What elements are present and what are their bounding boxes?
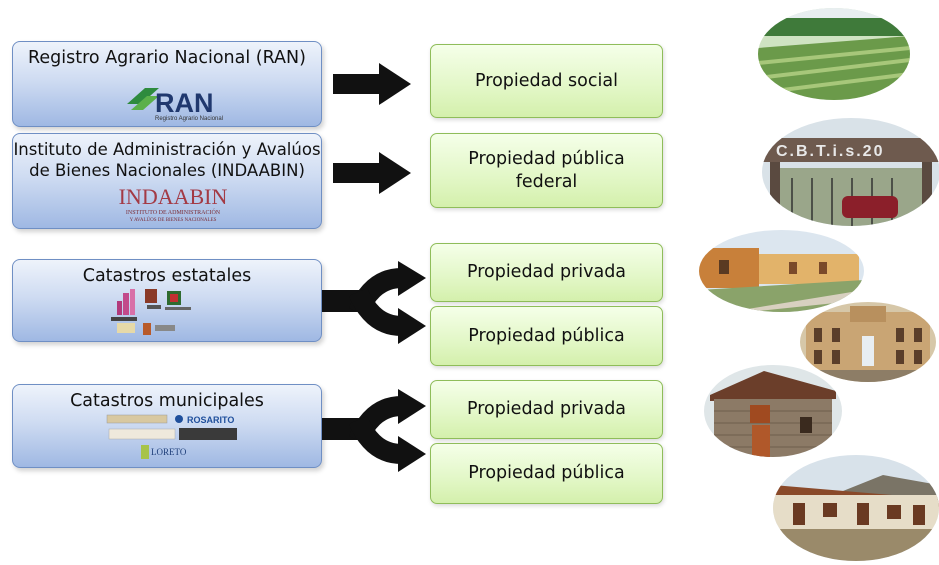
cbtis-sign-text: C.B.T.i.s.20 <box>776 143 884 160</box>
target-propiedad-publica-estatal: Propiedad pública <box>430 306 663 366</box>
split-arrow-1 <box>322 261 426 344</box>
source-title-municipales: Catastros municipales <box>70 391 264 411</box>
photo-stone-house <box>704 365 842 457</box>
indaabin-logo: INDAABIN INSTITUTO DE ADMINISTRACIÓN Y A… <box>119 184 228 223</box>
source-title-indaabin-line2: de Bienes Nacionales (INDAABIN) <box>29 161 305 180</box>
straight-arrow-1 <box>333 63 411 105</box>
source-title-ran: Registro Agrario Nacional (RAN) <box>28 48 306 68</box>
source-box-catastros-estatales: Catastros estatales <box>12 259 322 342</box>
straight-arrow-2 <box>333 152 411 194</box>
photo-rural-school <box>773 455 939 561</box>
ran-logo-sub: Registro Agrario Nacional <box>155 116 223 122</box>
estatales-logos <box>111 289 191 335</box>
municipales-logos: ROSARITO LORETO <box>106 414 237 459</box>
ran-logo: RAN Registro Agrario Nacional <box>127 88 223 122</box>
source-title-indaabin-line1: Instituto de Administración y Avalúos <box>13 140 321 159</box>
ran-logo-text: RAN <box>155 88 214 118</box>
source-title-estatales: Catastros estatales <box>82 266 252 286</box>
split-arrow-2 <box>322 389 426 472</box>
source-box-catastros-municipales: Catastros municipales ROSARITO LORETO <box>12 384 322 468</box>
photo-government-building <box>800 302 936 382</box>
loreto-logo-text: LORETO <box>151 447 187 457</box>
target-propiedad-privada-municipal: Propiedad privada <box>430 380 663 439</box>
target-propiedad-privada-estatal: Propiedad privada <box>430 243 663 302</box>
indaabin-logo-sub1: INSTITUTO DE ADMINISTRACIÓN <box>126 208 221 216</box>
target-propiedad-publica-municipal: Propiedad pública <box>430 443 663 504</box>
indaabin-logo-text: INDAABIN <box>119 184 228 209</box>
target-propiedad-publica-federal: Propiedad pública federal <box>430 133 663 208</box>
target-propiedad-social: Propiedad social <box>430 44 663 118</box>
target-publica-federal-line1: Propiedad pública <box>468 148 625 169</box>
target-publica-federal-line2: federal <box>515 171 578 192</box>
indaabin-logo-sub2: Y AVALÚOS DE BIENES NACIONALES <box>130 217 217 223</box>
photo-housing <box>699 230 864 312</box>
source-box-ran: Registro Agrario Nacional (RAN) RAN Regi… <box>12 41 322 127</box>
photo-farm-fields <box>758 8 910 100</box>
photo-cbtis-gate: C.B.T.i.s.20 <box>762 118 939 226</box>
source-box-indaabin: Instituto de Administración y Avalúos de… <box>12 133 322 229</box>
rosarito-logo-text: ROSARITO <box>187 415 234 425</box>
